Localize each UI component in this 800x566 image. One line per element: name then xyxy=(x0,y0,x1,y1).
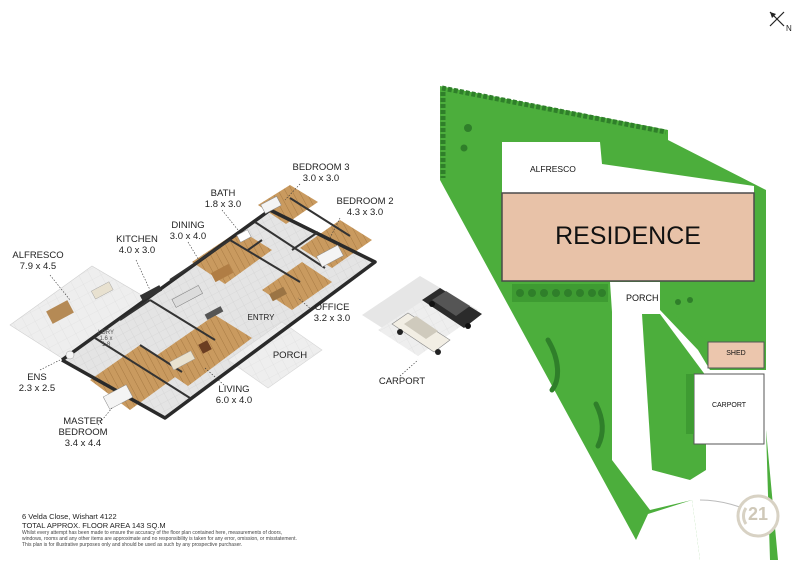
site-label-shed: SHED xyxy=(726,350,746,357)
label-alfresco: ALFRESCO 7.9 x 4.5 xyxy=(8,250,68,272)
room-name: ENS xyxy=(27,372,47,383)
carport-text: CARPORT xyxy=(378,376,426,387)
room-name-2: BEDROOM xyxy=(58,427,108,438)
label-porch: PORCH xyxy=(268,350,312,361)
garden-bed xyxy=(545,337,560,393)
office-floor xyxy=(262,262,332,310)
logo-text: 21 xyxy=(747,504,769,524)
room-name: BEDROOM 2 xyxy=(336,196,394,207)
site-label-alfresco: ALFRESCO xyxy=(530,164,576,174)
room-dims: 1.8 x 3.0 xyxy=(204,199,242,210)
room-name: KITCHEN xyxy=(116,234,158,245)
laundry-text: LDRY xyxy=(98,330,114,336)
disclaimer-line-1: Whilst every attempt has been made to en… xyxy=(22,530,283,536)
laundry-dims: 1.6 x 1.8 xyxy=(99,336,113,348)
century21-logo-icon: 21 xyxy=(736,494,780,538)
label-kitchen: KITCHEN 4.0 x 3.0 xyxy=(108,234,166,256)
site-label-porch: PORCH xyxy=(626,293,659,303)
bedroom3-floor xyxy=(258,185,318,224)
carport-hedge xyxy=(686,374,694,434)
site-residence xyxy=(501,192,755,282)
car-white xyxy=(391,312,451,355)
room-dims: 6.0 x 4.0 xyxy=(215,395,253,406)
room-dims: 2.3 x 2.5 xyxy=(18,383,56,394)
room-dims: 3.0 x 4.0 xyxy=(169,231,207,242)
label-bedroom2: BEDROOM 2 4.3 x 3.0 xyxy=(332,196,398,218)
room-dims: 3.0 x 3.0 xyxy=(302,173,340,184)
porch-floor xyxy=(227,321,323,389)
north-label: N xyxy=(786,24,792,33)
floorplan-3d xyxy=(9,183,482,426)
room-dims: 7.9 x 4.5 xyxy=(19,261,57,272)
room-name: BATH xyxy=(210,188,236,199)
site-plan xyxy=(440,85,778,560)
car-dark xyxy=(422,288,482,329)
label-bath: BATH 1.8 x 3.0 xyxy=(196,188,250,210)
hedge-top xyxy=(441,85,667,135)
site-label-residence: RESIDENCE xyxy=(555,222,701,250)
label-laundry: LDRY 1.6 x 1.8 xyxy=(96,330,116,348)
label-entry: ENTRY xyxy=(244,312,278,323)
label-carport: CARPORT xyxy=(376,376,428,387)
disclaimer-line-2: windows, rooms and any other items are a… xyxy=(22,536,297,542)
room-dims: 3.2 x 3.0 xyxy=(313,313,351,324)
room-name: MASTER xyxy=(63,416,103,427)
room-name: BEDROOM 3 xyxy=(292,162,350,173)
label-living: LIVING 6.0 x 4.0 xyxy=(204,384,264,406)
entry-text: ENTRY xyxy=(247,313,275,322)
site-shed xyxy=(707,341,765,369)
room-name: OFFICE xyxy=(314,302,350,313)
site-grass-right xyxy=(668,296,766,340)
room-dims: 4.3 x 3.0 xyxy=(346,207,384,218)
label-ens: ENS 2.3 x 2.5 xyxy=(14,372,60,394)
site-alfresco xyxy=(502,142,754,194)
floor-area: TOTAL APPROX. FLOOR AREA 143 SQ.M xyxy=(22,521,166,530)
room-name: DINING xyxy=(171,220,205,231)
site-shrubs xyxy=(460,124,693,305)
label-office: OFFICE 3.2 x 3.0 xyxy=(304,302,360,324)
north-arrow-icon: N xyxy=(764,6,794,36)
furniture xyxy=(46,196,344,410)
site-grass-inner xyxy=(642,314,706,480)
label-dining: DINING 3.0 x 4.0 xyxy=(160,220,216,242)
room-dims: 3.4 x 4.4 xyxy=(64,438,102,449)
room-name: LIVING xyxy=(218,384,250,395)
hedge-shrubs xyxy=(516,289,606,297)
label-master-bedroom: MASTER BEDROOM 3.4 x 4.4 xyxy=(54,416,112,449)
porch-text: PORCH xyxy=(272,350,308,361)
address: 6 Velda Close, Wishart 4122 xyxy=(22,512,117,521)
site-carport xyxy=(693,373,765,445)
label-bedroom3: BEDROOM 3 3.0 x 3.0 xyxy=(286,162,356,184)
dining-floor xyxy=(192,230,272,284)
room-dims: 4.0 x 3.0 xyxy=(118,245,156,256)
site-label-carport: CARPORT xyxy=(711,402,747,409)
room-name: ALFRESCO xyxy=(12,250,64,261)
disclaimer-line-3: This plan is for illustrative purposes o… xyxy=(22,542,243,548)
site-path xyxy=(626,312,644,480)
garden-bed-2 xyxy=(593,401,605,449)
footer: 6 Velda Close, Wishart 4122 TOTAL APPROX… xyxy=(22,512,342,548)
